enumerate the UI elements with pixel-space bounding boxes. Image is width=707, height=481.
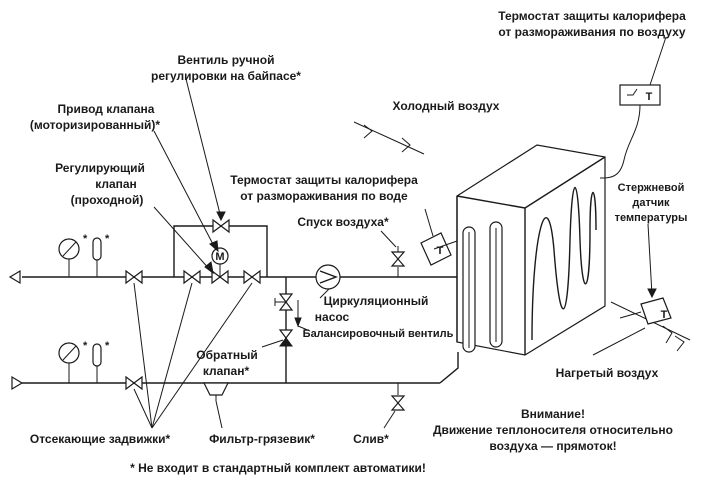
drain-label: Слив* bbox=[353, 432, 389, 446]
shutoff-valve-supply-3 bbox=[243, 269, 261, 285]
reg-valve-label-line1: Регулирующий bbox=[55, 161, 145, 175]
water-thermostat: T bbox=[420, 232, 461, 266]
reg-valve-label-line3: (проходной) bbox=[71, 193, 144, 207]
air-thermostat: T bbox=[599, 84, 661, 179]
warning-label-line1: Внимание! bbox=[521, 407, 585, 421]
return-flow-arrow bbox=[11, 375, 24, 391]
drain-valve bbox=[390, 383, 406, 411]
actuator-label-line1: Привод клапана bbox=[58, 102, 155, 116]
manual-valve-label-line2: регулировки на байпасе* bbox=[151, 69, 301, 83]
supply-thermo-asterisk: * bbox=[105, 233, 110, 245]
motor-letter: M bbox=[215, 251, 224, 263]
rod-sensor-label-line3: температуры bbox=[615, 212, 688, 224]
return-thermo-asterisk: * bbox=[105, 340, 110, 352]
valve-actuator-motor: M bbox=[211, 247, 229, 265]
heater-coil bbox=[456, 144, 606, 356]
return-gauge-asterisk: * bbox=[83, 340, 88, 352]
air-vent-label: Спуск воздуха* bbox=[297, 215, 389, 229]
air-thermostat-label-line2: от размораживания по воздуху bbox=[498, 25, 686, 39]
air-thermostat-label-line1: Термостат защиты калорифера bbox=[498, 9, 686, 23]
rod-temperature-sensor: T bbox=[619, 297, 672, 325]
pump-label-line1: Циркуляционный bbox=[324, 294, 429, 308]
balancing-valve bbox=[274, 293, 294, 311]
check-valve-label-line2: клапан* bbox=[203, 364, 250, 378]
actuator-label-line2: (моторизированный)* bbox=[30, 118, 161, 132]
rod-sensor-label-line2: датчик bbox=[632, 197, 670, 209]
supply-gauge-asterisk: * bbox=[83, 233, 88, 245]
flow-direction-arrow bbox=[294, 300, 302, 328]
footnote: * Не входит в стандартный комплект автом… bbox=[130, 461, 426, 475]
rod-sensor-letter: T bbox=[661, 309, 668, 321]
shutoff-valves-label: Отсекающие задвижки* bbox=[30, 432, 171, 446]
shutoff-valve-supply-1 bbox=[125, 269, 143, 285]
heated-air-label: Нагретый воздух bbox=[556, 366, 659, 380]
supply-thermometer bbox=[92, 237, 102, 277]
supply-flow-arrow bbox=[8, 269, 21, 285]
warning-label-line2: Движение теплоносителя относительно bbox=[433, 423, 673, 437]
leader-lines bbox=[133, 36, 667, 429]
warning-label-line3: воздуха — прямоток! bbox=[489, 439, 616, 453]
check-valve bbox=[278, 329, 294, 347]
shutoff-valve-return bbox=[125, 375, 143, 391]
supply-pressure-gauge bbox=[58, 238, 80, 277]
cold-air-label: Холодный воздух bbox=[393, 99, 500, 113]
water-thermostat-label-line2: от размораживания по воде bbox=[240, 189, 408, 203]
return-pipe bbox=[22, 352, 459, 384]
air-vent-valve bbox=[390, 246, 406, 277]
circulation-pump bbox=[315, 264, 341, 290]
cold-air-arrow bbox=[353, 121, 425, 155]
bypass-manual-valve bbox=[212, 218, 230, 234]
water-thermostat-letter: T bbox=[437, 245, 444, 257]
return-thermometer bbox=[92, 343, 102, 383]
balancing-valve-label: Балансировочный вентиль bbox=[303, 328, 454, 340]
check-valve-label-line1: Обратный bbox=[196, 348, 258, 362]
dirt-filter bbox=[203, 382, 229, 401]
filter-label: Фильтр-грязевик* bbox=[209, 432, 315, 446]
reg-valve-label-line2: клапан bbox=[95, 177, 137, 191]
water-thermostat-label-line1: Термостат защиты калорифера bbox=[230, 173, 418, 187]
rod-sensor-label-line1: Стержневой bbox=[618, 182, 685, 194]
pump-label-line2: насос bbox=[315, 310, 350, 324]
air-thermostat-letter: T bbox=[646, 91, 653, 103]
shutoff-valve-supply-2 bbox=[183, 269, 201, 285]
return-pressure-gauge bbox=[58, 342, 80, 383]
manual-valve-label-line1: Вентиль ручной bbox=[178, 53, 275, 67]
regulating-valve bbox=[211, 264, 229, 285]
